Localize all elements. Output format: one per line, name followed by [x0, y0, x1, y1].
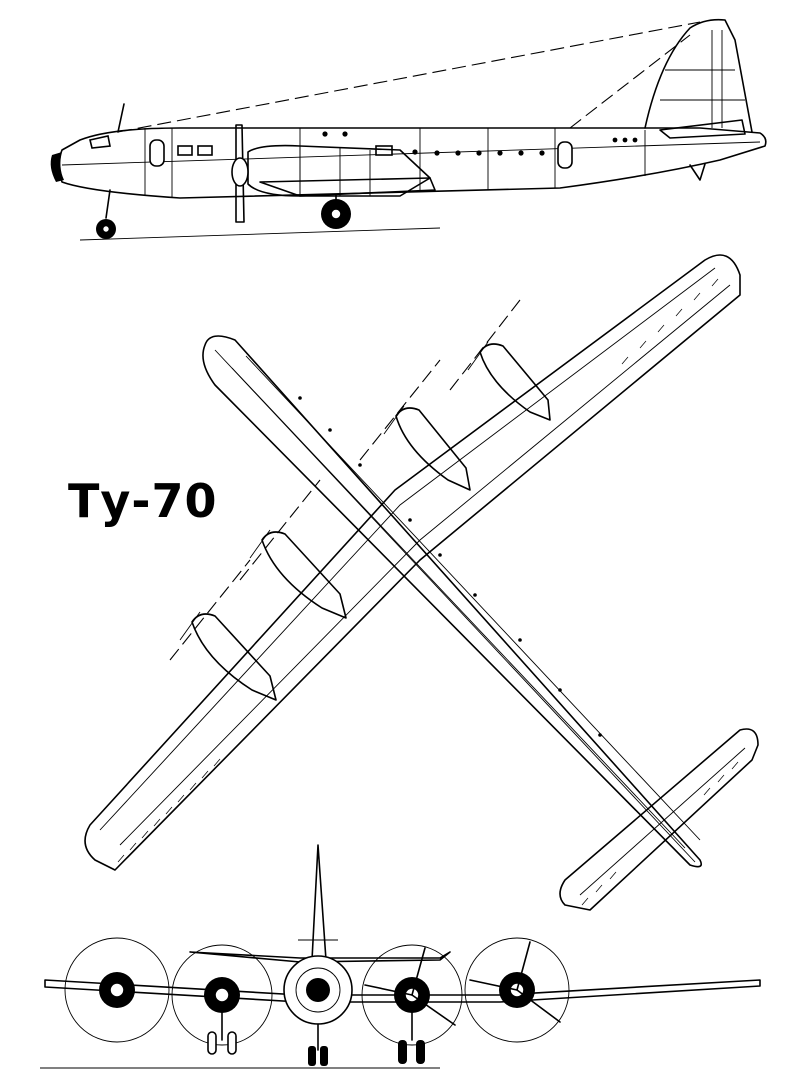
- side-marking-1: [177, 145, 193, 156]
- top-tail-spar: [579, 747, 746, 896]
- top-wing: [84, 254, 741, 871]
- side-nose-gear-strut: [105, 189, 111, 219]
- side-tail-skid: [689, 163, 706, 181]
- side-fuselage-centerline: [61, 141, 761, 166]
- front-vertical-tail: [311, 844, 327, 961]
- side-view: [50, 18, 767, 241]
- ground-line: [79, 227, 441, 241]
- top-engine-2: [249, 529, 347, 619]
- front-cockpit-ring: [295, 967, 341, 1013]
- side-front-door: [149, 139, 165, 167]
- top-view: [84, 254, 759, 911]
- side-spinner: [231, 157, 249, 187]
- side-rear-door: [557, 141, 573, 169]
- side-nose-cap: [50, 152, 64, 182]
- side-engine-nacelle: [247, 144, 431, 197]
- top-prop-lines: [169, 299, 521, 661]
- side-marking-2: [197, 145, 213, 156]
- side-wing-root: [259, 177, 436, 197]
- top-engine-1: [179, 611, 277, 701]
- front-prop-disk-2: [171, 944, 273, 1046]
- aircraft-designation-label: Ту-70: [68, 474, 218, 528]
- side-stabilizer: [659, 119, 746, 139]
- front-prop-disk-4: [464, 937, 570, 1043]
- top-horizontal-tail: [559, 728, 759, 911]
- side-propeller-blade: [235, 124, 245, 223]
- side-antenna: [117, 103, 125, 133]
- top-engine-3: [383, 405, 471, 491]
- top-fuselage: [202, 335, 703, 868]
- side-rudder-lines: [660, 30, 745, 128]
- top-wing-leading-edge-line: [99, 267, 716, 831]
- front-main-gear-right: [398, 1012, 425, 1064]
- front-prop-disk-1: [64, 937, 170, 1043]
- front-propeller-blades: [364, 941, 561, 1026]
- top-wing-spar: [119, 284, 731, 846]
- front-nose-hub: [306, 978, 330, 1002]
- side-cockpit-window: [89, 135, 111, 149]
- top-fuselage-panels: [231, 355, 701, 849]
- side-marking-3: [375, 145, 393, 156]
- side-nacelle-lines: [299, 146, 371, 196]
- front-engine-2: [204, 977, 240, 1013]
- front-nose-gear: [308, 1023, 328, 1066]
- front-main-gear-left: [207, 1012, 237, 1055]
- side-vertical-tail: [644, 18, 753, 133]
- side-cabin-windows: [322, 131, 638, 156]
- top-tail-hatching: [581, 761, 739, 906]
- side-dashed-line-top: [117, 21, 701, 133]
- top-engine-4: [467, 341, 551, 421]
- top-details: [298, 396, 602, 737]
- front-engine-1: [99, 972, 135, 1008]
- side-nose-wheel-hub: [101, 224, 111, 234]
- top-wing-hatching: [117, 278, 719, 863]
- front-prop-disk-3: [361, 944, 463, 1046]
- side-dashed-line-inner: [569, 34, 691, 129]
- side-main-wheel-hub: [330, 208, 342, 220]
- front-view: [40, 844, 761, 1069]
- side-fuselage: [58, 127, 767, 199]
